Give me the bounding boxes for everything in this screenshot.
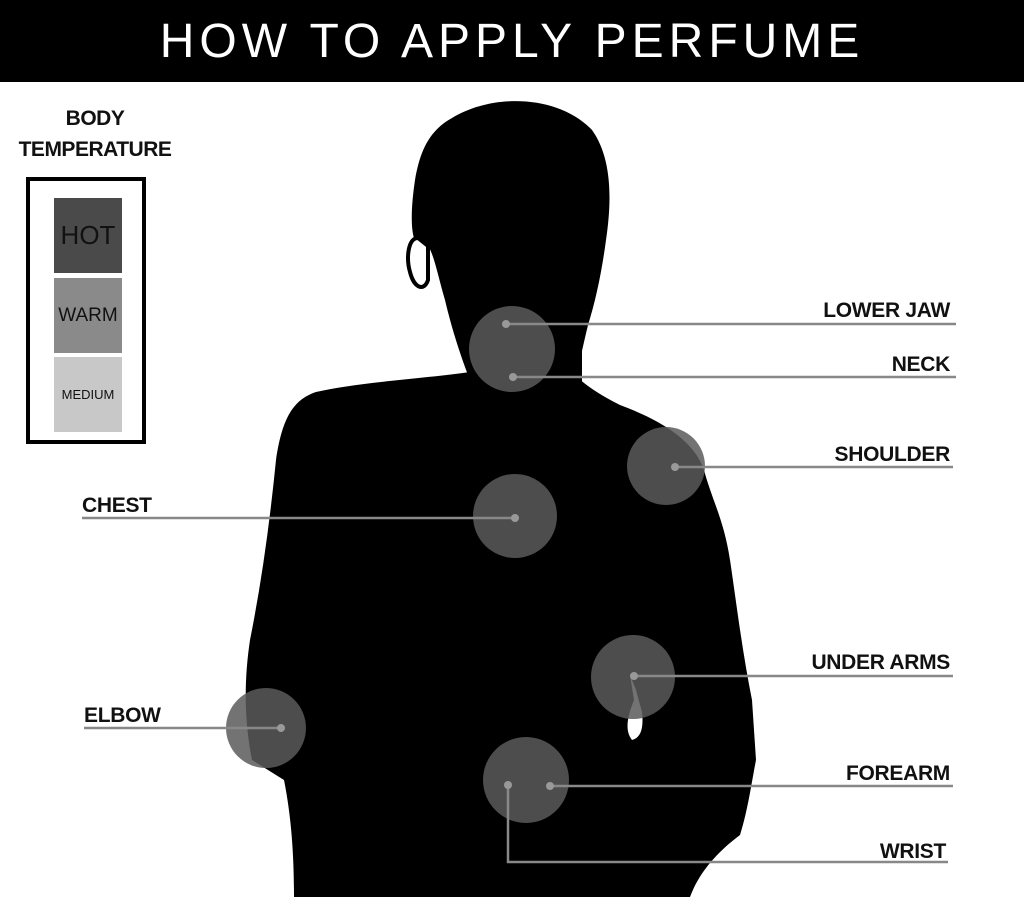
spot-forearm-wrist (483, 737, 569, 823)
leader-wrist (506, 785, 948, 864)
legend-label-medium: MEDIUM (61, 387, 115, 402)
temperature-legend: HOT WARM MEDIUM (26, 177, 146, 444)
legend-swatch-medium: MEDIUM (54, 357, 122, 432)
legend-title-line1: BODY (65, 107, 125, 130)
legend-swatch-warm: WARM (54, 278, 122, 353)
legend-label-warm: WARM (58, 304, 118, 326)
spot-markers (277, 320, 679, 790)
legend-label-hot: HOT (60, 220, 116, 250)
label-wrist: WRIST (880, 840, 947, 863)
title-banner: HOW TO APPLY PERFUME (0, 0, 1024, 82)
page-title: HOW TO APPLY PERFUME (159, 14, 865, 68)
legend-title: BODY TEMPERATURE (0, 103, 190, 165)
label-chest: CHEST (82, 494, 152, 517)
legend-swatch-hot: HOT (54, 198, 122, 273)
label-elbow: ELBOW (84, 704, 161, 727)
label-neck: NECK (892, 353, 950, 376)
legend-title-line2: TEMPERATURE (18, 138, 172, 161)
person-silhouette (245, 101, 756, 897)
label-shoulder: SHOULDER (835, 443, 951, 466)
leader-lines (82, 322, 956, 864)
label-forearm: FOREARM (846, 762, 950, 785)
spot-lower-jaw-neck (469, 306, 555, 392)
label-under-arms: UNDER ARMS (811, 651, 950, 674)
label-lower-jaw: LOWER JAW (823, 299, 950, 322)
spot-shoulder (627, 427, 705, 505)
